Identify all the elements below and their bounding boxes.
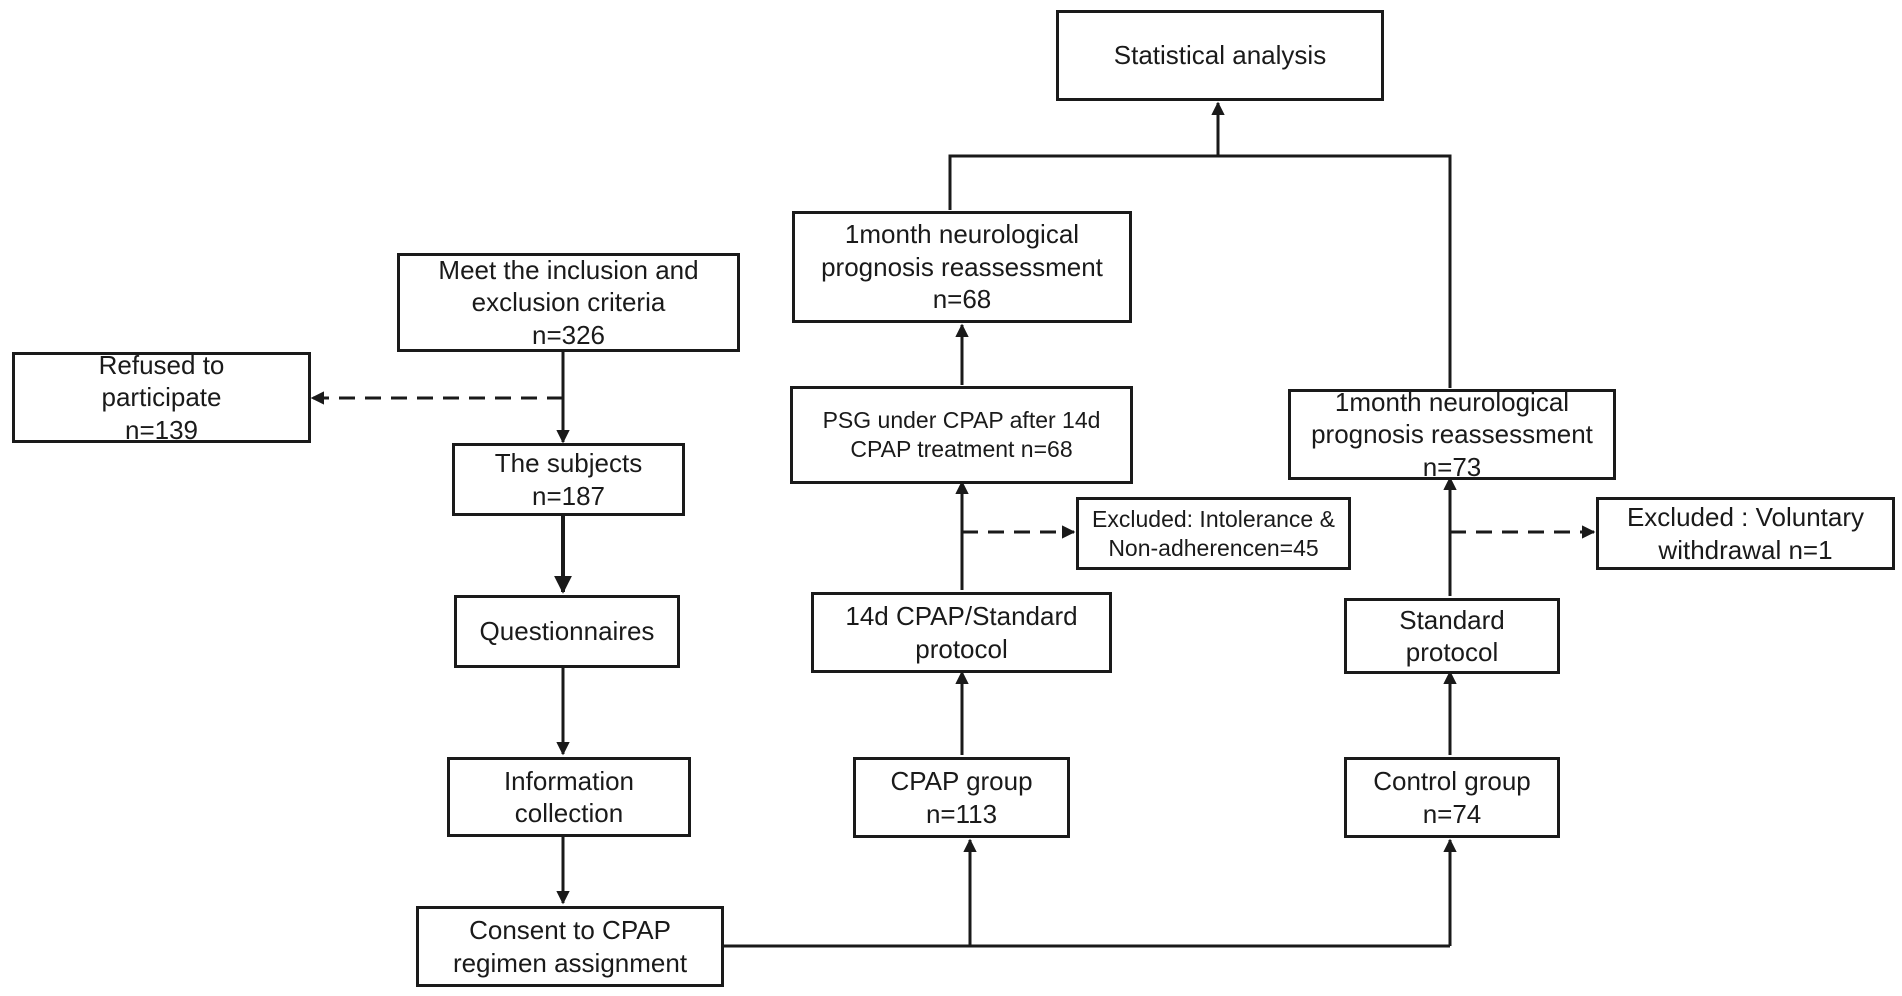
- information-collection-box: Information collection: [447, 757, 691, 837]
- connector-reassessments-to-analysis: [948, 154, 1452, 388]
- excluded-voluntary-line-2: withdrawal n=1: [1658, 534, 1833, 565]
- standard-protocol-line-2: protocol: [1405, 637, 1499, 667]
- psg-box: PSG under CPAP after 14d CPAP treatment …: [790, 386, 1133, 484]
- information-collection-line-1: Information: [503, 765, 635, 796]
- statistical-analysis-box: Statistical analysis: [1056, 10, 1384, 101]
- control-group-box: Control group n=74: [1344, 757, 1560, 838]
- refused-line-1: Refused to: [98, 349, 225, 380]
- excluded-intolerance-box: Excluded: Intolerance & Non-adherencen=4…: [1076, 497, 1351, 570]
- meet-criteria-line-2: exclusion criteria: [471, 287, 666, 318]
- control-group-count: n=74: [1422, 798, 1482, 829]
- questionnaires-box: Questionnaires: [454, 595, 680, 668]
- refused-count: n=139: [124, 414, 199, 445]
- subjects-count: n=187: [531, 480, 606, 511]
- questionnaires-label: Questionnaires: [479, 616, 655, 647]
- excluded-voluntary-box: Excluded : Voluntary withdrawal n=1: [1596, 497, 1895, 570]
- refused-box: Refused to participate n=139: [12, 349, 311, 445]
- subjects-box: The subjects n=187: [452, 443, 685, 516]
- control-reassessment-line-2: prognosis reassessment: [1311, 419, 1593, 450]
- excluded-intolerance-line-1: Excluded: Intolerance &: [1092, 505, 1335, 532]
- information-collection-line-2: collection: [514, 798, 624, 828]
- cpap-reassessment-line-2: prognosis reassessment: [821, 251, 1103, 282]
- cpap-reassessment-box: 1month neurological prognosis reassessme…: [792, 211, 1132, 323]
- statistical-analysis-label: Statistical analysis: [1113, 40, 1327, 71]
- meet-criteria-line-1: Meet the inclusion and: [438, 254, 699, 285]
- cpap-protocol-line-1: 14d CPAP/Standard: [845, 601, 1078, 631]
- consent-box: Consent to CPAP regimen assignment: [416, 906, 724, 987]
- control-reassessment-box: 1month neurological prognosis reassessme…: [1288, 386, 1616, 482]
- meet-criteria-box: Meet the inclusion and exclusion criteri…: [397, 253, 740, 352]
- psg-line-1: PSG under CPAP after 14d: [822, 407, 1101, 434]
- cpap-group-label: CPAP group: [890, 766, 1033, 796]
- control-group-label: Control group: [1373, 766, 1531, 796]
- control-reassessment-count: n=73: [1422, 451, 1482, 482]
- cpap-reassessment-count: n=68: [932, 284, 992, 315]
- standard-protocol-line-1: Standard: [1399, 604, 1505, 635]
- cpap-protocol-line-2: protocol: [915, 633, 1008, 664]
- consent-line-1: Consent to CPAP: [469, 915, 671, 945]
- excluded-voluntary-line-1: Excluded : Voluntary: [1626, 502, 1865, 532]
- psg-line-2: CPAP treatment n=68: [850, 436, 1073, 462]
- subjects-label: The subjects: [494, 448, 643, 478]
- excluded-intolerance-line-2: Non-adherencen=45: [1108, 534, 1319, 561]
- cpap-protocol-box: 14d CPAP/Standard protocol: [811, 592, 1112, 673]
- standard-protocol-box: Standard protocol: [1344, 598, 1560, 674]
- cpap-reassessment-line-1: 1month neurological: [844, 219, 1080, 250]
- meet-criteria-count: n=326: [531, 319, 606, 350]
- cpap-group-box: CPAP group n=113: [853, 757, 1070, 838]
- control-reassessment-line-1: 1month neurological: [1334, 386, 1570, 417]
- cpap-group-count: n=113: [925, 798, 998, 829]
- consent-line-2: regimen assignment: [452, 947, 688, 978]
- refused-line-2: participate: [101, 382, 222, 413]
